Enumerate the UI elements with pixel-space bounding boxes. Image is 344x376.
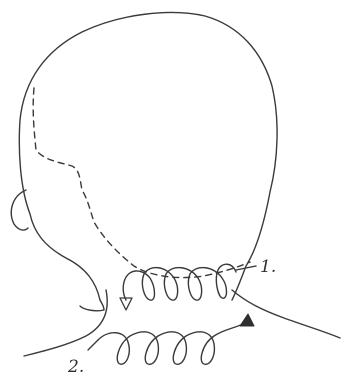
left-shoulder-line (24, 290, 107, 356)
ear-outline (11, 190, 28, 230)
head-outline (19, 13, 277, 300)
jaw-line (80, 300, 104, 311)
label-step-1: 1. (260, 257, 276, 277)
arrow-head-2 (240, 314, 254, 326)
spiral-stroke-2 (98, 322, 246, 364)
hairline-dashed (33, 88, 250, 278)
label-2-pointer (88, 340, 98, 350)
spiral-stroke-1 (123, 264, 236, 300)
label-step-2: 2. (67, 357, 84, 376)
